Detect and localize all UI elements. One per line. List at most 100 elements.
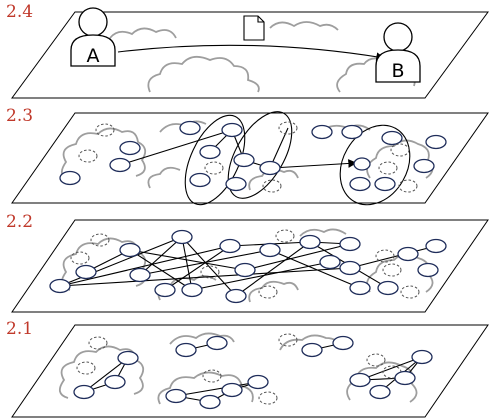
network-node <box>49 278 71 294</box>
network-node <box>199 394 221 410</box>
network-node <box>339 260 361 276</box>
network-edge <box>191 261 331 291</box>
network-edge <box>129 249 246 271</box>
inactive-node <box>278 121 298 135</box>
network-edge <box>59 245 231 287</box>
inactive-node <box>262 179 282 193</box>
inactive-node <box>202 369 222 383</box>
network-edge <box>244 243 351 271</box>
user-b-head <box>383 22 413 52</box>
network-node <box>154 282 176 298</box>
network-node <box>425 134 447 150</box>
cloud-shape <box>147 55 260 93</box>
network-node <box>179 120 201 136</box>
network-node <box>341 124 363 140</box>
network-node <box>59 170 81 186</box>
network-edge <box>83 357 129 393</box>
layer-2-3 <box>11 111 489 206</box>
network-edge <box>59 267 351 287</box>
network-edge <box>181 236 193 291</box>
inactive-node <box>375 249 395 263</box>
network-node <box>394 370 416 386</box>
cloud-shape <box>269 21 339 31</box>
layer-2-1 <box>11 324 489 418</box>
cloud-shape <box>147 166 181 189</box>
network-node <box>411 349 433 365</box>
inactive-node <box>76 361 96 375</box>
network-edge <box>129 249 193 291</box>
network-node <box>73 384 95 400</box>
user-b: B <box>375 22 421 83</box>
plane-2-1 <box>11 324 489 418</box>
network-node <box>247 374 269 390</box>
network-node <box>259 160 281 176</box>
inactive-node <box>200 265 220 279</box>
network-node <box>417 262 439 278</box>
network-edge <box>181 236 237 297</box>
nodes-2-1 <box>73 333 433 410</box>
network-node <box>233 152 255 168</box>
network-edge <box>175 381 259 397</box>
network-node <box>225 288 247 304</box>
cloud-shape <box>109 27 177 39</box>
network-edge <box>269 249 361 289</box>
network-node <box>349 176 371 192</box>
network-edge <box>349 245 437 269</box>
inactive-node <box>258 285 278 299</box>
network-node <box>181 282 203 298</box>
network-node <box>311 124 333 140</box>
inactive-node <box>378 161 398 175</box>
layer-2-4: A B <box>11 7 489 99</box>
network-node <box>369 384 391 400</box>
inactive-node <box>366 353 386 367</box>
network-node <box>425 238 447 254</box>
user-a-body <box>70 34 116 67</box>
user-b-label: B <box>391 60 404 82</box>
network-node <box>75 264 97 280</box>
network-node <box>413 158 435 174</box>
network-node <box>353 157 371 171</box>
edges-2-2 <box>59 236 437 297</box>
network-node <box>206 335 228 351</box>
cloud-shape <box>169 332 235 345</box>
network-node <box>221 122 243 138</box>
network-node <box>189 172 211 188</box>
network-node <box>397 246 419 262</box>
network-edge <box>235 241 311 297</box>
user-a-head <box>78 7 108 37</box>
network-edge <box>119 129 233 166</box>
inactive-node <box>258 391 278 405</box>
network-node <box>234 262 256 278</box>
network-node <box>219 238 241 254</box>
cloud-shape <box>58 345 145 399</box>
message-arrow <box>117 44 386 62</box>
layer-label-2-2: 2.2 <box>6 212 34 232</box>
network-node <box>117 350 139 366</box>
layer-label-2-3: 2.3 <box>6 106 34 126</box>
document-icon <box>243 15 265 41</box>
layer-label-2-4: 2.4 <box>6 2 34 22</box>
network-node <box>339 236 361 252</box>
layer-2-2 <box>11 219 489 313</box>
inactive-node <box>204 161 224 175</box>
group-right <box>339 124 411 206</box>
network-node <box>119 242 141 258</box>
user-a-label: A <box>87 45 100 67</box>
network-node <box>381 130 403 146</box>
user-b-body <box>375 49 421 83</box>
cloud-shape <box>248 280 299 303</box>
group-left <box>184 114 246 206</box>
network-node <box>301 342 323 358</box>
network-node <box>225 176 247 192</box>
network-node <box>319 254 341 270</box>
network-node <box>119 140 141 156</box>
network-node <box>199 144 221 160</box>
cloud-shape <box>299 228 347 237</box>
network-node <box>165 388 187 404</box>
inactive-node <box>88 336 108 350</box>
inactive-node <box>390 143 410 157</box>
network-node <box>349 372 371 388</box>
inactive-node <box>382 263 402 277</box>
network-node <box>374 176 396 192</box>
